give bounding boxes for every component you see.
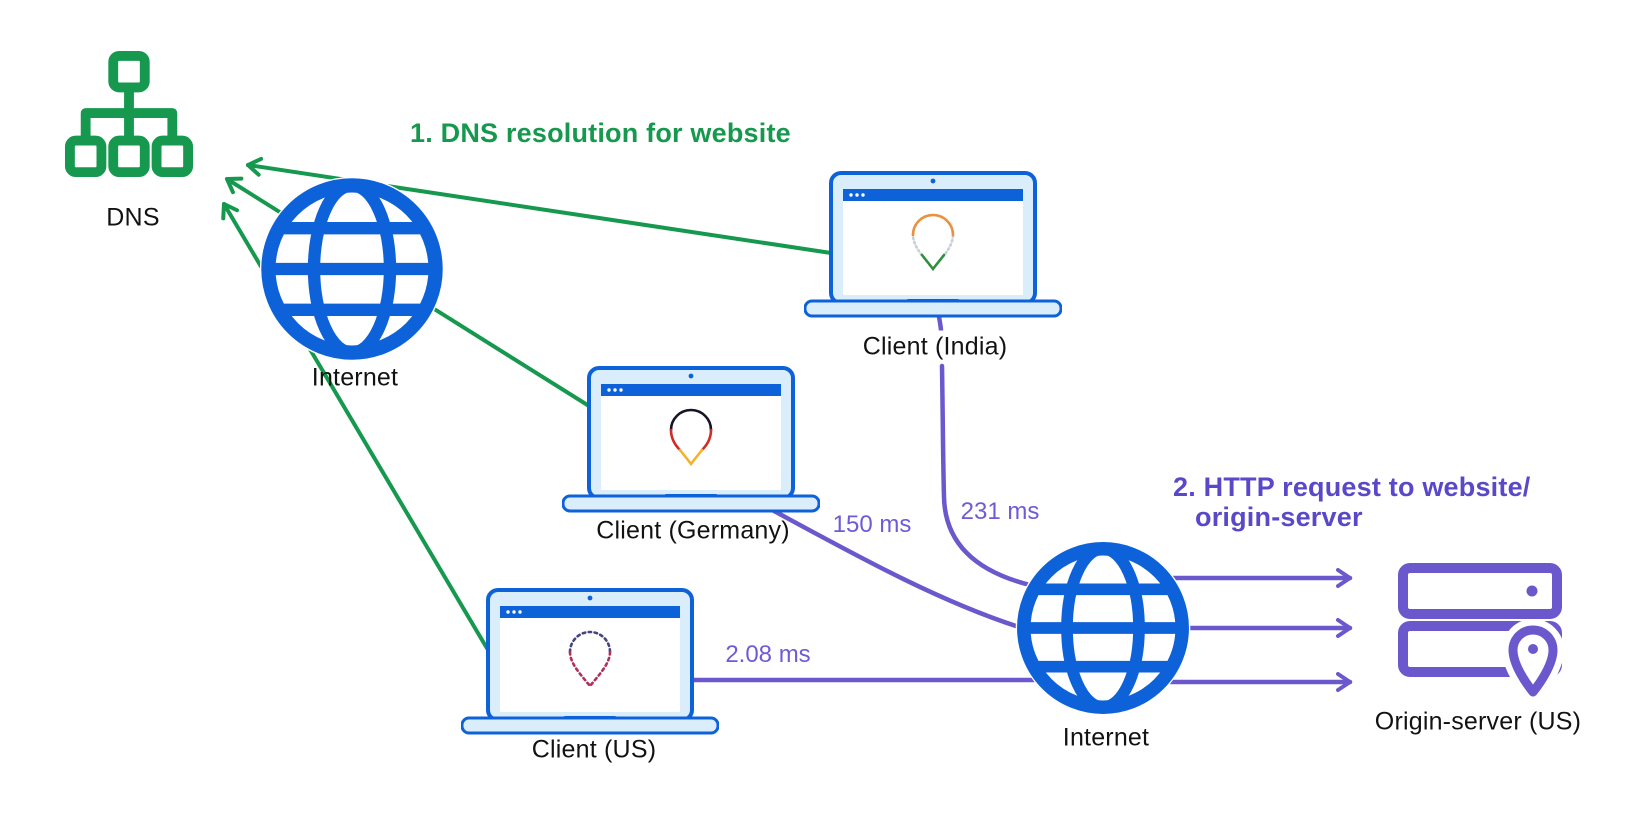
internet-left-label: Internet — [311, 363, 399, 392]
http-flow-heading-line2: origin-server — [1195, 502, 1363, 532]
dns-label: DNS — [106, 203, 160, 232]
http-line-germany — [760, 502, 1022, 630]
india-flag-pin-icon — [911, 213, 955, 272]
http-flow-heading-line1: 2. HTTP request to website/ — [1173, 472, 1531, 502]
client-india-label: Client (India) — [854, 330, 1016, 364]
server-location-pin-icon — [1502, 619, 1564, 703]
latency-india-label: 231 ms — [960, 498, 1040, 525]
client-germany-label: Client (Germany) — [596, 516, 790, 545]
origin-server-icon — [1398, 563, 1564, 703]
internet-right-label: Internet — [1062, 723, 1150, 752]
dns-tree-icon — [64, 50, 194, 178]
latency-us-label: 2.08 ms — [725, 641, 811, 668]
http-line-india — [939, 363, 1033, 588]
http-flow-heading: 2. HTTP request to website/ origin-serve… — [1173, 472, 1530, 532]
latency-germany-label: 150 ms — [832, 511, 912, 538]
client-us-laptop-icon — [461, 588, 719, 735]
client-us-label: Client (US) — [531, 735, 657, 764]
internet-globe-left-icon — [259, 176, 445, 362]
client-india-laptop-icon — [804, 171, 1062, 318]
internet-globe-right-icon — [1015, 540, 1191, 716]
us-flag-pin-icon — [568, 630, 612, 688]
germany-flag-pin-icon — [669, 408, 713, 467]
dns-flow-heading: 1. DNS resolution for website — [410, 118, 791, 148]
origin-server-label: Origin-server (US) — [1374, 707, 1582, 736]
client-germany-laptop-icon — [562, 366, 820, 513]
